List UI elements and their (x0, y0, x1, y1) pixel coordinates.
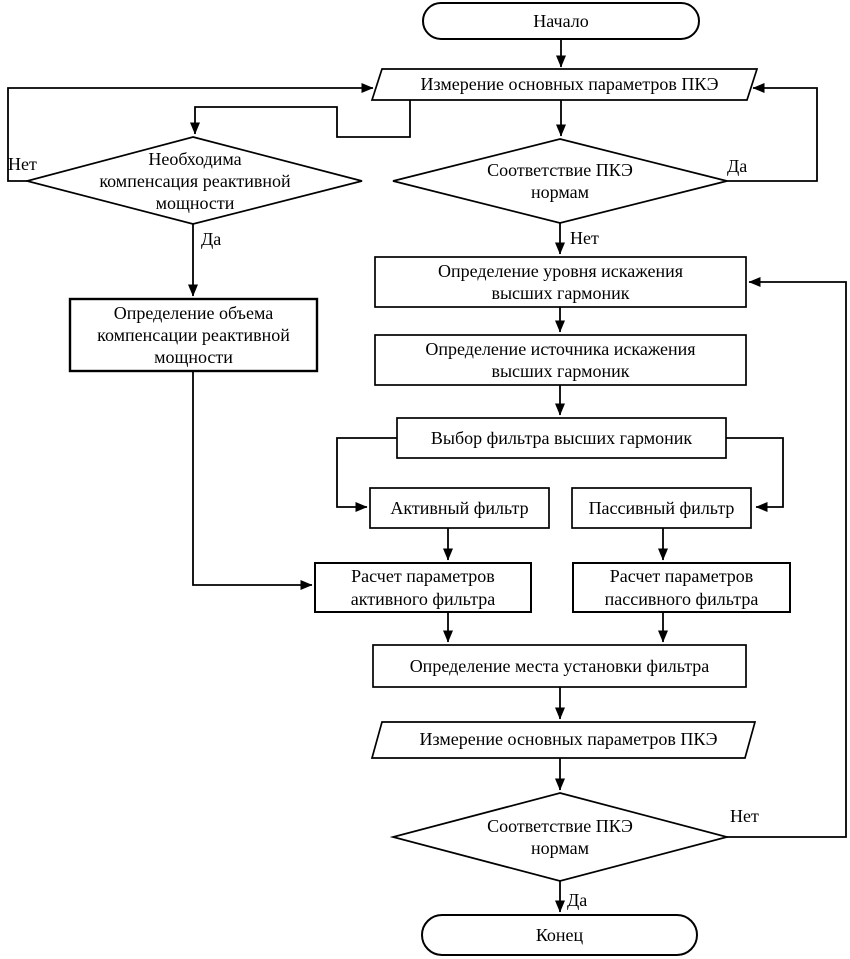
measure1-node-shape (370, 68, 759, 101)
compensation-volume-node-shape (68, 297, 319, 373)
calc-active-node-shape (314, 562, 532, 613)
pke-norms-bottom-node-shape (389, 792, 731, 882)
filter-choice-node-shape (396, 417, 727, 459)
edge-pke-bottom-no-loop (727, 277, 847, 838)
edge-choice-to-passive (726, 437, 784, 512)
edge-choice-to-active (336, 437, 397, 512)
pke-norms-top-node-shape (392, 138, 728, 224)
edge-compensation-to-calc-active (192, 371, 313, 590)
edge-pke-top-yes-loop (727, 83, 818, 182)
need-compensation-node-shape (23, 136, 363, 225)
measure2-node-shape (370, 721, 757, 759)
end-node-shape (421, 914, 698, 956)
passive-filter-node-shape (571, 487, 752, 529)
distortion-level-node-shape (374, 256, 747, 308)
edge-need-compensation-no-loop (7, 83, 374, 182)
active-filter-node-shape (369, 487, 550, 529)
install-place-node-shape (372, 644, 747, 688)
start-node-shape (422, 2, 700, 40)
edge-measure1-to-need-compensation (190, 100, 411, 138)
distortion-source-node-shape (374, 334, 747, 386)
calc-passive-node-shape (572, 562, 791, 613)
